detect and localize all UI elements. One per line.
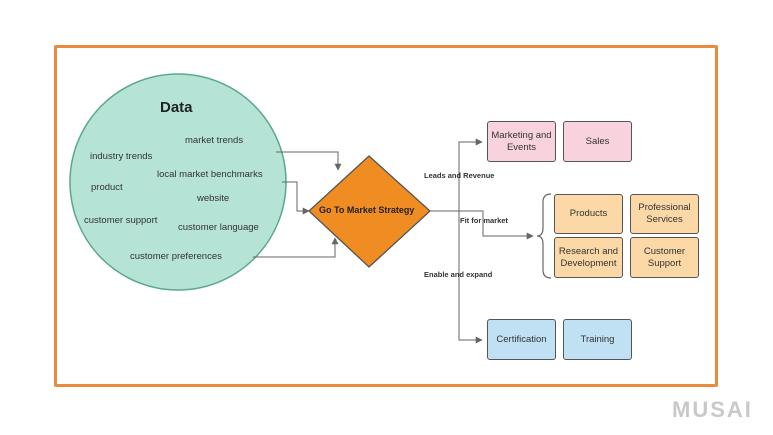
group-brace bbox=[536, 193, 552, 279]
data-title: Data bbox=[160, 99, 193, 116]
data-item-product: product bbox=[91, 182, 123, 193]
edge-label-leads: Leads and Revenue bbox=[424, 171, 495, 180]
edge-label-fit: Fit for market bbox=[460, 216, 508, 225]
connector-middle bbox=[430, 210, 534, 240]
box-certification: Certification bbox=[487, 319, 556, 360]
data-item-website: website bbox=[197, 193, 230, 204]
connector-data-3 bbox=[253, 237, 339, 258]
connector-data-2 bbox=[282, 181, 310, 215]
data-item-customer-language: customer language bbox=[178, 222, 259, 233]
strategy-diamond bbox=[308, 155, 431, 268]
box-sales: Sales bbox=[563, 121, 632, 162]
edge-label-enable: Enable and expand bbox=[424, 270, 493, 279]
data-item-customer-preferences: customer preferences bbox=[130, 251, 222, 262]
box-research-development: Research and Development bbox=[554, 237, 623, 278]
box-professional-services: Professional Services bbox=[630, 194, 699, 234]
watermark-logo: MUSAI bbox=[672, 397, 753, 422]
box-products: Products bbox=[554, 194, 623, 234]
data-item-industry-trends: industry trends bbox=[90, 151, 153, 162]
connector-bottom bbox=[458, 211, 483, 344]
data-item-market-trends: market trends bbox=[185, 135, 244, 146]
box-customer-support: Customer Support bbox=[630, 237, 699, 278]
data-item-customer-support: customer support bbox=[84, 215, 158, 226]
strategy-label: Go To Market Strategy bbox=[319, 205, 415, 215]
diagram-frame bbox=[54, 45, 718, 387]
box-marketing-events: Marketing and Events bbox=[487, 121, 556, 162]
box-training: Training bbox=[563, 319, 632, 360]
connector-data-1 bbox=[276, 151, 342, 171]
data-item-local-benchmarks: local market benchmarks bbox=[157, 169, 263, 180]
